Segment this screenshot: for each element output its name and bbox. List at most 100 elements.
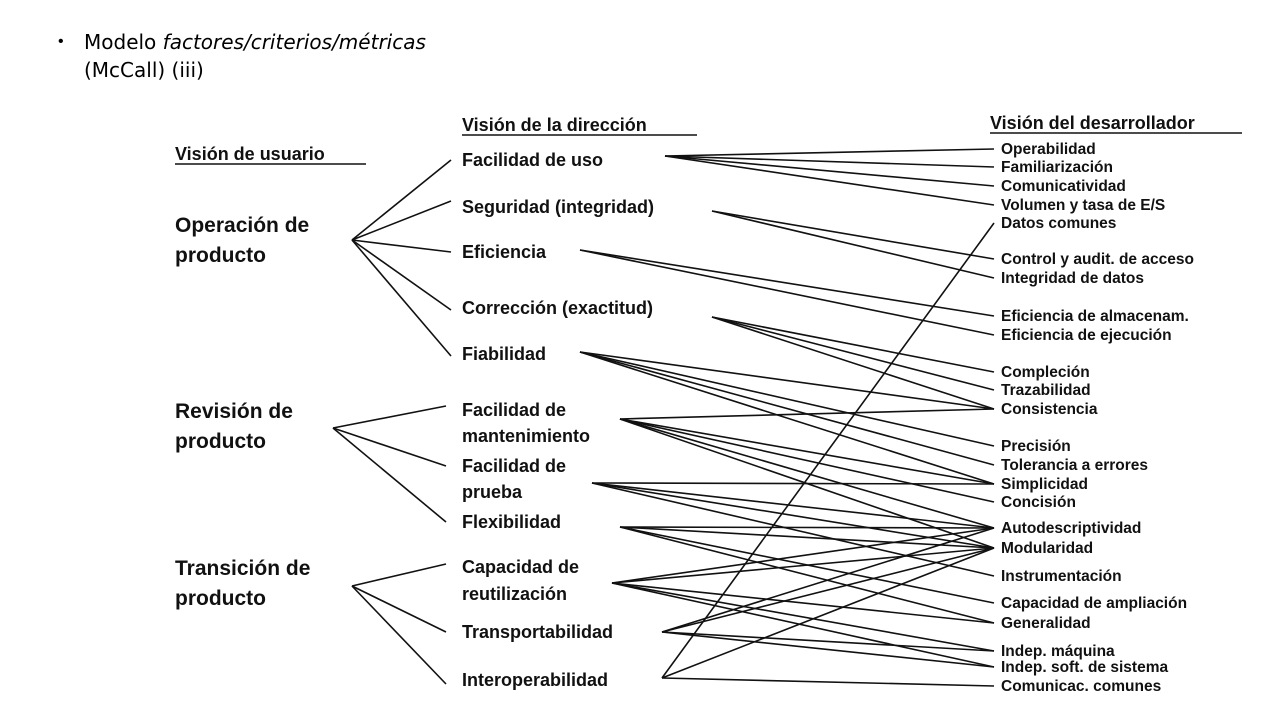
- bullet-line2-text: (McCall) (iii): [84, 58, 204, 82]
- dev-item-d9: Compleción: [1001, 364, 1090, 381]
- link-op-fia: [351, 239, 452, 357]
- dev-item-d23: Comunicac. comunes: [1001, 678, 1161, 695]
- dev-item-d3: Volumen y tasa de E/S: [1001, 197, 1165, 214]
- link-seg-d6: [711, 210, 995, 279]
- developer-view-column: OperabilidadFamiliarizaciónComunicativid…: [1001, 141, 1194, 695]
- link-pru-d17: [591, 482, 995, 549]
- link-pru-d18: [591, 482, 995, 577]
- dev-item-d12: Precisión: [1001, 438, 1071, 455]
- dev-item-d6: Integridad de datos: [1001, 270, 1144, 287]
- dev-item-d22: Indep. soft. de sistema: [1001, 659, 1168, 676]
- mgmt-item-eficiencia: Eficiencia: [462, 242, 547, 262]
- link-int-d4: [661, 222, 995, 679]
- link-op-uso: [351, 159, 452, 241]
- link-rev-pru: [332, 427, 447, 467]
- dev-item-d20: Generalidad: [1001, 615, 1091, 632]
- link-tpo-d16: [661, 527, 995, 633]
- link-reu-d22: [611, 582, 995, 668]
- link-fle-d20: [619, 526, 995, 624]
- dev-item-d15: Concisión: [1001, 494, 1076, 511]
- diagram-links: [332, 148, 995, 687]
- link-efi-d8: [579, 249, 995, 336]
- dev-item-d18: Instrumentación: [1001, 568, 1122, 585]
- header-developer-view: Visión del desarrollador: [990, 113, 1195, 133]
- link-uso-d1: [664, 155, 995, 168]
- dev-item-d10: Trazabilidad: [1001, 382, 1091, 399]
- link-tpo-d21: [661, 631, 995, 652]
- link-reu-d20: [611, 582, 995, 624]
- header-management-view: Visión de la dirección: [462, 115, 647, 135]
- link-seg-d5: [711, 210, 995, 260]
- link-op-efi: [351, 239, 452, 253]
- header-user-view: Visión de usuario: [175, 144, 325, 164]
- mgmt-item-mantenimiento-line1: Facilidad de: [462, 400, 566, 420]
- link-reu-d21: [611, 582, 995, 652]
- link-man-d14: [619, 418, 995, 485]
- link-efi-d7: [579, 249, 995, 317]
- link-tpo-d17: [661, 547, 995, 633]
- slide-header: • Modelo factores/criterios/métricas (Mc…: [58, 28, 758, 84]
- dev-item-d5: Control y audit. de acceso: [1001, 251, 1194, 268]
- link-uso-d3: [664, 155, 995, 206]
- dev-item-d7: Eficiencia de almacenam.: [1001, 308, 1189, 325]
- dev-item-d11: Consistencia: [1001, 401, 1098, 418]
- mgmt-item-fiabilidad: Fiabilidad: [462, 344, 546, 364]
- link-man-d16: [619, 418, 995, 529]
- link-fle-d17: [619, 526, 995, 549]
- user-item-transicion-line2: producto: [175, 587, 266, 610]
- link-fia-d13: [579, 351, 995, 466]
- mgmt-item-facilidad-uso: Facilidad de uso: [462, 150, 603, 170]
- link-fle-d16: [619, 526, 995, 529]
- user-item-operacion-line1: Operación de: [175, 214, 309, 237]
- link-uso-d2: [664, 155, 995, 187]
- link-man-d15: [619, 418, 995, 503]
- link-reu-d16: [611, 527, 995, 584]
- bullet-main-text: Modelo: [84, 30, 163, 54]
- link-tpo-d22: [661, 631, 995, 668]
- link-rev-fle: [332, 427, 447, 523]
- link-int-d23: [661, 677, 995, 687]
- link-cor-d9: [711, 316, 995, 373]
- column-headers: Visión de usuario Visión de la dirección…: [175, 113, 1242, 165]
- link-fia-d14: [579, 351, 995, 485]
- mgmt-item-mantenimiento-line2: mantenimiento: [462, 426, 590, 446]
- mgmt-item-transportabilidad: Transportabilidad: [462, 622, 613, 642]
- link-reu-d17: [611, 547, 995, 584]
- management-view-column: Facilidad de uso Seguridad (integridad) …: [462, 150, 654, 690]
- link-cor-d11: [711, 316, 995, 410]
- link-rev-man: [332, 405, 447, 429]
- mgmt-item-prueba-line2: prueba: [462, 482, 523, 502]
- mgmt-item-correccion: Corrección (exactitud): [462, 298, 653, 318]
- dev-item-d17: Modularidad: [1001, 540, 1093, 557]
- link-pru-d14: [591, 482, 995, 485]
- dev-item-d0: Operabilidad: [1001, 141, 1096, 158]
- bullet-item: • Modelo factores/criterios/métricas (Mc…: [58, 28, 758, 84]
- mgmt-item-interoperabilidad: Interoperabilidad: [462, 670, 608, 690]
- link-fia-d12: [579, 351, 995, 447]
- dev-item-d19: Capacidad de ampliación: [1001, 595, 1187, 612]
- link-fia-d11: [579, 351, 995, 410]
- link-tra-tpo: [351, 585, 447, 633]
- link-cor-d10: [711, 316, 995, 391]
- dev-item-d1: Familiarización: [1001, 159, 1113, 176]
- mgmt-item-prueba-line1: Facilidad de: [462, 456, 566, 476]
- bullet-italic-text: factores/criterios/métricas: [162, 30, 426, 54]
- dev-item-d8: Eficiencia de ejecución: [1001, 327, 1172, 344]
- dev-item-d13: Tolerancia a errores: [1001, 457, 1148, 474]
- dev-item-d2: Comunicatividad: [1001, 178, 1126, 195]
- mgmt-item-reutilizacion-line2: reutilización: [462, 584, 567, 604]
- link-int-d17: [661, 547, 995, 679]
- user-item-operacion-line2: producto: [175, 244, 266, 267]
- link-tra-reu: [351, 563, 447, 587]
- mgmt-item-seguridad: Seguridad (integridad): [462, 197, 654, 217]
- bullet-dot: •: [58, 33, 64, 50]
- link-man-d11: [619, 408, 995, 420]
- bullet-text: Modelo factores/criterios/métricas (McCa…: [84, 28, 426, 84]
- user-item-transicion-line1: Transición de: [175, 557, 310, 580]
- link-tra-int: [351, 585, 447, 685]
- link-op-seg: [351, 200, 452, 241]
- dev-item-d4: Datos comunes: [1001, 215, 1116, 232]
- user-item-revision-line2: producto: [175, 430, 266, 453]
- dev-item-d21: Indep. máquina: [1001, 643, 1115, 660]
